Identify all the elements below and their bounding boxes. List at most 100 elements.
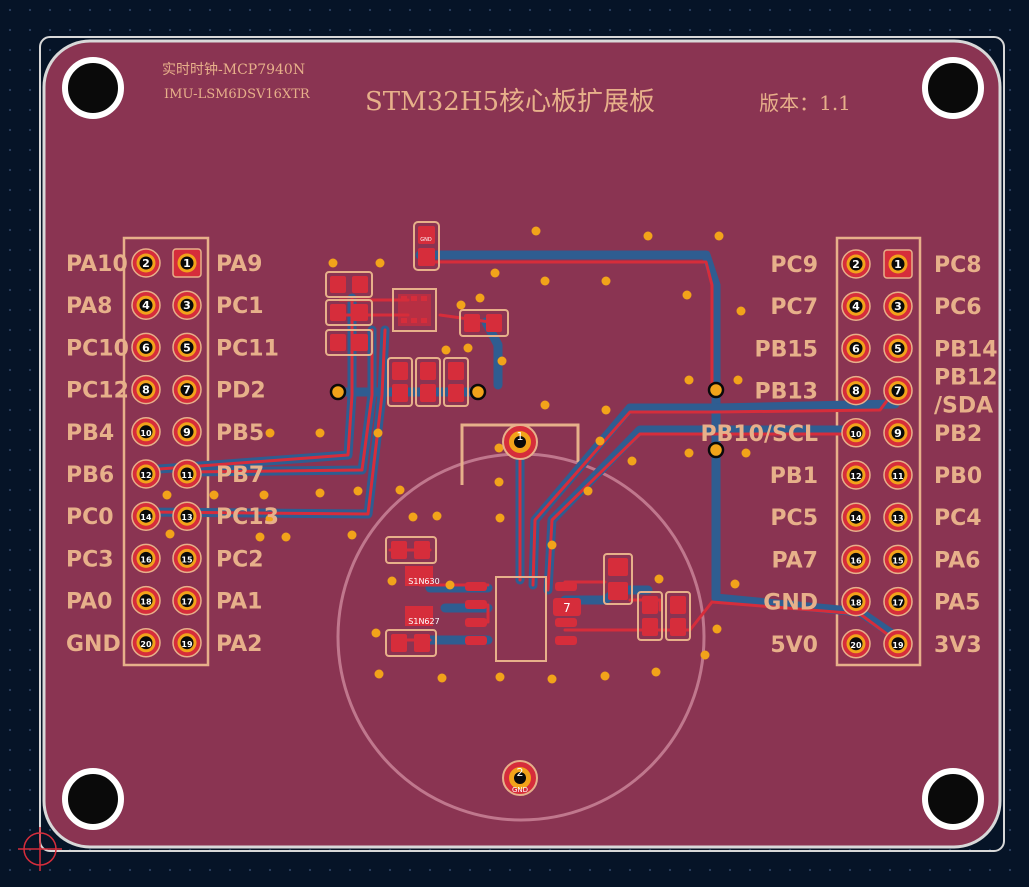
pin-number: 8 xyxy=(852,385,860,398)
pin-pc9[interactable]: 2 xyxy=(841,249,871,279)
rtc-pad-7[interactable]: 7 xyxy=(553,598,581,616)
imu-caps-bottom[interactable] xyxy=(387,357,469,407)
pin-label-pc2: PC2 xyxy=(216,547,264,572)
pin-pa10[interactable]: 2 xyxy=(131,248,161,278)
pin-pd2[interactable]: 7 xyxy=(172,374,202,405)
pin-pa6[interactable]: 15 xyxy=(883,544,913,575)
via xyxy=(329,383,347,401)
pin-label-pc8: PC8 xyxy=(934,253,982,278)
via xyxy=(265,514,275,524)
pin-label-pc7: PC7 xyxy=(770,295,818,320)
pin-pa1[interactable]: 17 xyxy=(172,585,202,616)
pin-pb6[interactable]: 12 xyxy=(131,459,161,489)
pin-pa7[interactable]: 16 xyxy=(841,544,871,575)
rtc-caps-right[interactable] xyxy=(603,553,691,641)
via xyxy=(387,576,397,586)
svg-text:S1N627: S1N627 xyxy=(408,617,439,626)
pin-pb1[interactable]: 12 xyxy=(841,460,871,490)
pin-pc10[interactable]: 6 xyxy=(131,332,161,363)
pin-gnd[interactable]: 18 xyxy=(841,586,871,617)
pin-number: 17 xyxy=(892,599,903,608)
pin-label-pa2: PA2 xyxy=(216,632,262,657)
pin-label-pc13: PC13 xyxy=(216,505,279,530)
imu-caps-right[interactable] xyxy=(459,309,509,337)
pin-gnd[interactable]: 20 xyxy=(131,628,161,658)
via xyxy=(315,488,325,498)
pin-pc5[interactable]: 14 xyxy=(841,502,871,532)
pin-number: 18 xyxy=(140,598,152,607)
pin-5v0[interactable]: 20 xyxy=(841,629,871,659)
board-title: STM32H5核心板扩展板 xyxy=(365,87,655,117)
diode-s1n630[interactable]: S1N630 xyxy=(405,566,440,586)
mounting-holes xyxy=(62,57,984,830)
mounting-hole-top-left[interactable] xyxy=(62,57,124,119)
rtc-caps-left[interactable] xyxy=(385,536,437,657)
via xyxy=(281,532,291,542)
via xyxy=(395,485,405,495)
via xyxy=(495,672,505,682)
pin-pc0[interactable]: 14 xyxy=(131,501,161,531)
pin-pb4[interactable]: 10 xyxy=(131,417,161,447)
pin-3v3[interactable]: 19 xyxy=(883,629,913,659)
pin-number: 11 xyxy=(181,471,193,480)
pin-pb2[interactable]: 9 xyxy=(883,418,913,448)
battery-pad-1[interactable]: 1 xyxy=(502,424,538,460)
imu-chip[interactable] xyxy=(392,288,437,332)
pin-number: 6 xyxy=(852,342,860,355)
via xyxy=(165,529,175,539)
via xyxy=(259,490,269,500)
pin-pa0[interactable]: 18 xyxy=(131,585,161,616)
via xyxy=(469,383,487,401)
vias xyxy=(162,226,751,684)
battery-pad-2[interactable]: 2 GND xyxy=(502,760,538,796)
mounting-hole-bottom-right[interactable] xyxy=(922,768,984,830)
pin-pc1[interactable]: 3 xyxy=(172,290,202,320)
pin-number: 19 xyxy=(892,641,904,650)
mounting-hole-bottom-left[interactable] xyxy=(62,768,124,830)
pin-pb15[interactable]: 6 xyxy=(841,333,871,364)
pin-number: 8 xyxy=(142,384,150,397)
pin-pc2[interactable]: 15 xyxy=(172,543,202,574)
pin-pc7[interactable]: 4 xyxy=(841,291,871,321)
pin-label-pc10: PC10 xyxy=(66,336,129,361)
svg-text:GND: GND xyxy=(512,786,528,794)
pin-pc13[interactable]: 13 xyxy=(172,501,202,531)
diode-s1n627[interactable]: S1N627 xyxy=(405,606,440,626)
pin-pc3[interactable]: 16 xyxy=(131,543,161,574)
svg-text:S1N630: S1N630 xyxy=(408,577,439,586)
pin-pc12[interactable]: 8 xyxy=(131,374,161,405)
pin-label-5v0: 5V0 xyxy=(770,633,818,658)
pin-label-pb15: PB15 xyxy=(754,337,818,362)
pin-pa5[interactable]: 17 xyxy=(883,586,913,617)
via xyxy=(540,400,550,410)
cap-gnd-top[interactable]: GND xyxy=(413,221,440,271)
pin-pb5[interactable]: 9 xyxy=(172,417,202,447)
pin-pb0[interactable]: 11 xyxy=(883,460,913,490)
pin-pa8[interactable]: 4 xyxy=(131,290,161,320)
pin-number: 3 xyxy=(183,299,191,312)
via xyxy=(707,441,725,459)
pin-pc6[interactable]: 3 xyxy=(883,291,913,321)
pin-pb12-sda[interactable]: 7 xyxy=(883,375,913,406)
pin-pb14[interactable]: 5 xyxy=(883,333,913,364)
via xyxy=(328,258,338,268)
pin-pc11[interactable]: 5 xyxy=(172,332,202,363)
pin-pc8[interactable]: 1 xyxy=(883,249,913,279)
pin-number: 15 xyxy=(892,556,904,565)
via xyxy=(353,486,363,496)
pin-pb7[interactable]: 11 xyxy=(172,459,202,489)
pin-label-pb0: PB0 xyxy=(934,464,982,489)
via xyxy=(494,477,504,487)
pin-pa2[interactable]: 19 xyxy=(172,628,202,658)
via xyxy=(441,345,451,355)
pin-pc4[interactable]: 13 xyxy=(883,502,913,532)
pin-pb13[interactable]: 8 xyxy=(841,375,871,406)
svg-text:1: 1 xyxy=(517,430,524,443)
left-header-outline xyxy=(122,236,210,667)
pin-pa9[interactable]: 1 xyxy=(172,248,202,278)
pin-label-pa0: PA0 xyxy=(66,590,112,615)
imu-caps-left[interactable] xyxy=(325,271,373,356)
mounting-hole-top-right[interactable] xyxy=(922,57,984,119)
pin-pb10-scl[interactable]: 10 xyxy=(841,418,871,448)
